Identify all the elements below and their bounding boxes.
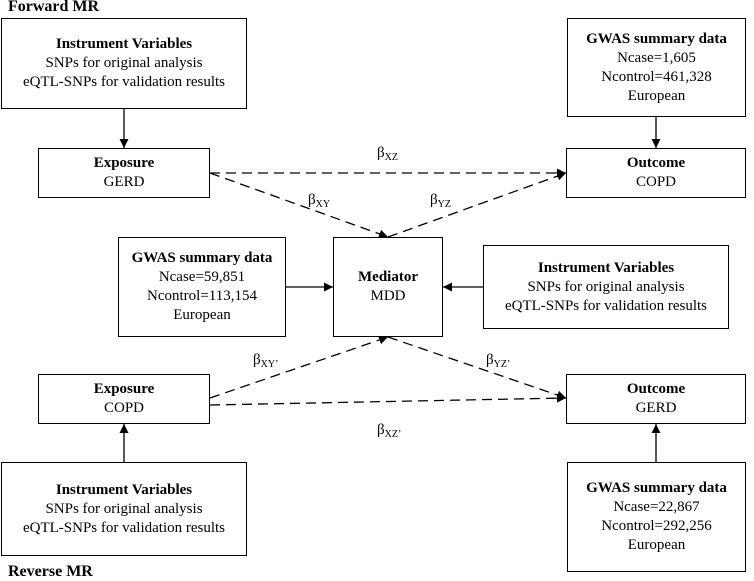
gwas-ncase: Ncase=59,851 [158, 269, 246, 285]
beta-symbol: β [377, 422, 385, 438]
iv-line1: SNPs for original analysis [45, 55, 203, 71]
forward-mr-label: Forward MR [8, 0, 100, 15]
outcome-name: COPD [635, 174, 676, 190]
rev-exposure-box: Exposure COPD [38, 374, 210, 424]
dashed-mediator-to-fwd-outcome [387, 171, 567, 238]
gwas-ncontrol: Ncontrol=113,154 [147, 288, 257, 304]
gwas-ncase: Ncase=1,605 [617, 49, 696, 66]
iv-title: Instrument Variables [537, 259, 675, 276]
gwas-population: European [627, 87, 686, 104]
iv-line2: eQTL-SNPs for validation results [22, 74, 226, 90]
dashed-rev-exposure-to-outcome [209, 393, 567, 406]
rev-outcome-box: Outcome GERD [566, 374, 746, 424]
outcome-name: GERD [635, 400, 677, 416]
beta-subscript: XY’ [260, 359, 279, 370]
beta-symbol: β [486, 352, 494, 368]
mediator-instrument-variables-box: Instrument Variables SNPs for original a… [483, 245, 729, 329]
gwas-title: GWAS summary data [586, 30, 727, 47]
beta-subscript: XZ’ [384, 429, 402, 440]
dashed-mediator-to-rev-outcome [387, 336, 567, 400]
beta-symbol: β [377, 145, 385, 161]
iv-title: Instrument Variables [55, 36, 193, 52]
beta-xz-label: βXZ [377, 145, 398, 163]
exposure-title: Exposure [93, 155, 155, 171]
gwas-ncontrol: Ncontrol=292,256 [601, 518, 712, 534]
beta-xz-prime-label: βXZ’ [377, 422, 401, 440]
rev-instrument-variables-box: Instrument Variables SNPs for original a… [1, 462, 247, 556]
fwd-exposure-box: Exposure GERD [38, 148, 210, 198]
outcome-title: Outcome [626, 155, 686, 171]
iv-line2: eQTL-SNPs for validation results [22, 519, 226, 536]
mediator-gwas-box: GWAS summary data Ncase=59,851 Ncontrol=… [118, 237, 286, 337]
fwd-outcome-box: Outcome COPD [566, 148, 746, 198]
mediator-name: MDD [370, 288, 406, 304]
beta-symbol: β [430, 192, 438, 208]
mediator-box: Mediator MDD [333, 237, 443, 337]
reverse-mr-label: Reverse MR [8, 563, 93, 580]
gwas-population: European [627, 537, 686, 553]
beta-yz-prime-label: βYZ’ [486, 352, 510, 370]
beta-xy-prime-label: βXY’ [253, 352, 278, 370]
beta-subscript: YZ [437, 199, 451, 210]
outcome-title: Outcome [626, 381, 686, 397]
gwas-ncontrol: Ncontrol=461,328 [601, 68, 712, 85]
beta-xy-label: βXY [308, 192, 330, 210]
beta-yz-label: βYZ [430, 192, 451, 210]
beta-subscript: YZ’ [493, 359, 511, 370]
gwas-population: European [173, 307, 231, 323]
beta-subscript: XY [315, 199, 331, 210]
dashed-fwd-exposure-to-mediator [209, 172, 389, 239]
iv-line1: SNPs for original analysis [45, 500, 203, 517]
beta-symbol: β [253, 352, 261, 368]
iv-line2: eQTL-SNPs for validation results [504, 297, 708, 314]
fwd-instrument-variables-box: Instrument Variables SNPs for original a… [1, 18, 247, 109]
rev-gwas-box: GWAS summary data Ncase=22,867 Ncontrol=… [567, 462, 746, 572]
gwas-ncase: Ncase=22,867 [613, 499, 700, 515]
exposure-title: Exposure [93, 381, 155, 397]
dashed-rev-exposure-to-mediator [209, 335, 389, 399]
iv-title: Instrument Variables [55, 481, 193, 498]
fwd-gwas-box: GWAS summary data Ncase=1,605 Ncontrol=4… [567, 18, 746, 117]
beta-subscript: XZ [384, 152, 398, 163]
gwas-title: GWAS summary data [131, 250, 273, 266]
gwas-title: GWAS summary data [586, 480, 727, 496]
mediator-title: Mediator [358, 269, 418, 285]
exposure-name: GERD [103, 174, 145, 190]
beta-symbol: β [308, 192, 316, 208]
exposure-name: COPD [103, 400, 144, 416]
iv-line1: SNPs for original analysis [527, 278, 685, 295]
